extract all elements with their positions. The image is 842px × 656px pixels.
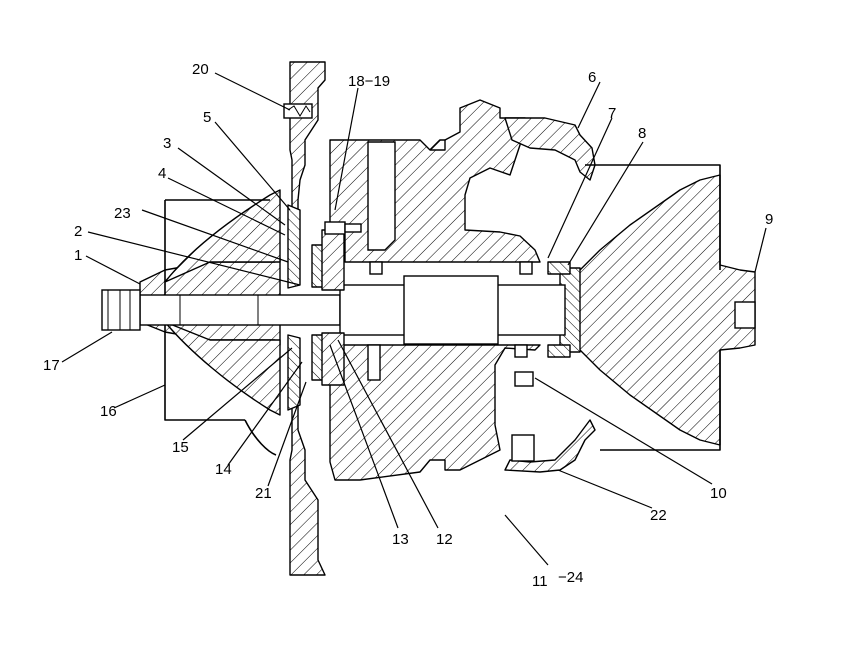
callout-label-18-19: 18−19 [348, 73, 390, 90]
callout-label-9: 9 [765, 211, 773, 228]
callout-label-7: 7 [608, 105, 616, 122]
callout-label-3: 3 [163, 135, 171, 152]
turbine-wheel [559, 164, 756, 451]
callout-label-14: 14 [215, 461, 232, 478]
compressor-backplate [289, 61, 326, 576]
callout-label-15: 15 [172, 439, 189, 456]
callout-label-4: 4 [158, 165, 166, 182]
callout-label-21: 21 [255, 485, 272, 502]
callout-label-24: −24 [558, 569, 583, 586]
callout-label-8: 8 [638, 125, 646, 142]
callout-label-10: 10 [710, 485, 727, 502]
shaft-nut [101, 289, 141, 331]
bearing-housing [329, 99, 541, 481]
callout-label-6: 6 [588, 69, 596, 86]
shaft [139, 275, 566, 345]
callout-labels: 20 18−19 5 3 4 23 2 1 17 16 15 14 21 13 … [43, 61, 773, 590]
leader-lines [61, 72, 767, 566]
thrust-bearing-assembly [287, 204, 362, 411]
clamp [283, 103, 313, 119]
callout-label-1: 1 [74, 247, 82, 264]
callout-label-13: 13 [392, 531, 409, 548]
callout-label-16: 16 [100, 403, 117, 420]
callout-label-12: 12 [436, 531, 453, 548]
callout-label-17: 17 [43, 357, 60, 374]
callout-label-11: 11 [532, 573, 548, 590]
callout-label-20: 20 [192, 61, 209, 78]
callout-label-23: 23 [114, 205, 131, 222]
callout-label-5: 5 [203, 109, 211, 126]
journal-bearings [367, 261, 571, 462]
callout-label-22: 22 [650, 507, 667, 524]
callout-label-2: 2 [74, 223, 82, 240]
